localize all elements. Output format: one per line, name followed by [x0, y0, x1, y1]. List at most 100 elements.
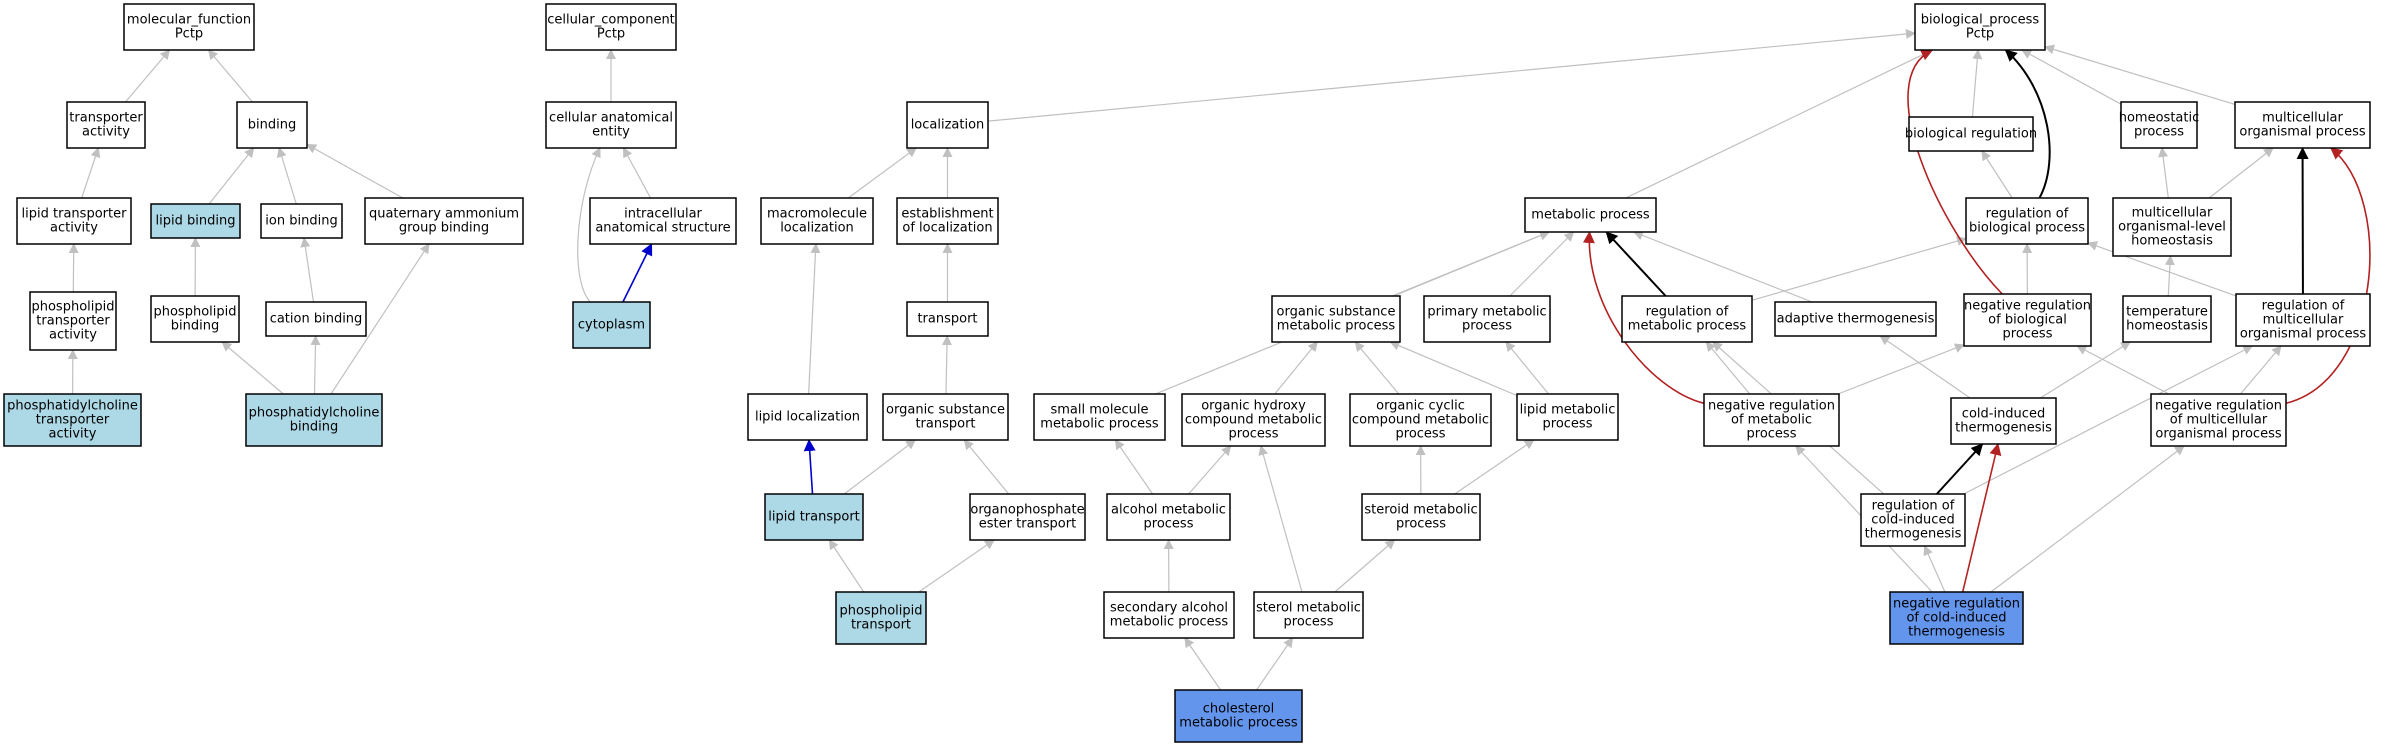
node-label: cellular_component — [547, 13, 675, 28]
node-loc[interactable]: localization — [906, 101, 989, 149]
node-box — [2234, 101, 2371, 149]
node-box — [1271, 295, 1401, 343]
node-label: activity — [49, 427, 97, 442]
node-label: negative regulation — [2155, 399, 2282, 414]
node-bind[interactable]: binding — [236, 101, 308, 149]
node-box — [589, 197, 737, 245]
node-label: binding — [171, 319, 219, 334]
node-box — [1253, 591, 1364, 639]
node-label: binding — [290, 420, 338, 435]
node-label: establishment — [901, 207, 993, 222]
node-box — [123, 3, 255, 51]
node-label: lipid metabolic — [1520, 403, 1616, 418]
edge-nrcit-to-rcit — [1923, 545, 1946, 593]
node-label: multicellular — [2262, 111, 2343, 126]
node-cyto[interactable]: cytoplasm — [572, 301, 651, 349]
node-label: adaptive thermogenesis — [1777, 312, 1935, 327]
node-label: Pctp — [175, 27, 203, 42]
node-ib[interactable]: ion binding — [260, 203, 343, 239]
node-label: intracellular — [624, 207, 702, 222]
node-lt[interactable]: lipid transport — [764, 493, 864, 541]
node-lb[interactable]: lipid binding — [150, 203, 241, 239]
node-label: Pctp — [597, 27, 625, 42]
node-label: activity — [50, 221, 98, 236]
node-label: ester transport — [979, 517, 1076, 532]
node-label: lipid transport — [768, 510, 860, 525]
node-cb[interactable]: cation binding — [265, 301, 367, 337]
node-label: negative regulation — [1964, 299, 2091, 314]
node-at[interactable]: adaptive thermogenesis — [1774, 301, 1937, 337]
edge-mloc-to-loc — [847, 147, 918, 199]
node-label: entity — [592, 125, 630, 140]
node-box — [1181, 393, 1326, 447]
node-box — [764, 493, 864, 541]
node-label: lipid transporter — [22, 207, 128, 222]
node-box — [1950, 397, 2057, 445]
edge-layer — [67, 29, 2371, 691]
edge-lmp-to-osmp — [1389, 340, 1518, 397]
node-met[interactable]: metabolic process — [1524, 197, 1657, 233]
node-label: process — [2134, 125, 2184, 140]
edge-cyto-to-cae — [577, 147, 601, 303]
node-box — [1774, 301, 1937, 337]
node-box — [545, 101, 677, 149]
node-trans[interactable]: transport — [906, 301, 989, 337]
edge-pcb-to-cb — [310, 335, 321, 395]
node-label: regulation of — [1646, 305, 1729, 320]
node-label: regulation of — [1872, 499, 1955, 514]
node-box — [835, 591, 927, 645]
node-label: cation binding — [270, 312, 363, 327]
node-label: group binding — [399, 221, 489, 236]
node-label: metabolic process — [1110, 615, 1229, 630]
node-breg[interactable]: biological regulation — [1905, 116, 2037, 152]
node-lloc[interactable]: lipid localization — [747, 393, 868, 441]
edge-loc-to-bp — [987, 29, 1916, 122]
node-label: organic substance — [886, 403, 1005, 418]
node-box — [906, 101, 989, 149]
node-box — [364, 197, 524, 245]
edge-th-to-moh — [2164, 255, 2175, 297]
